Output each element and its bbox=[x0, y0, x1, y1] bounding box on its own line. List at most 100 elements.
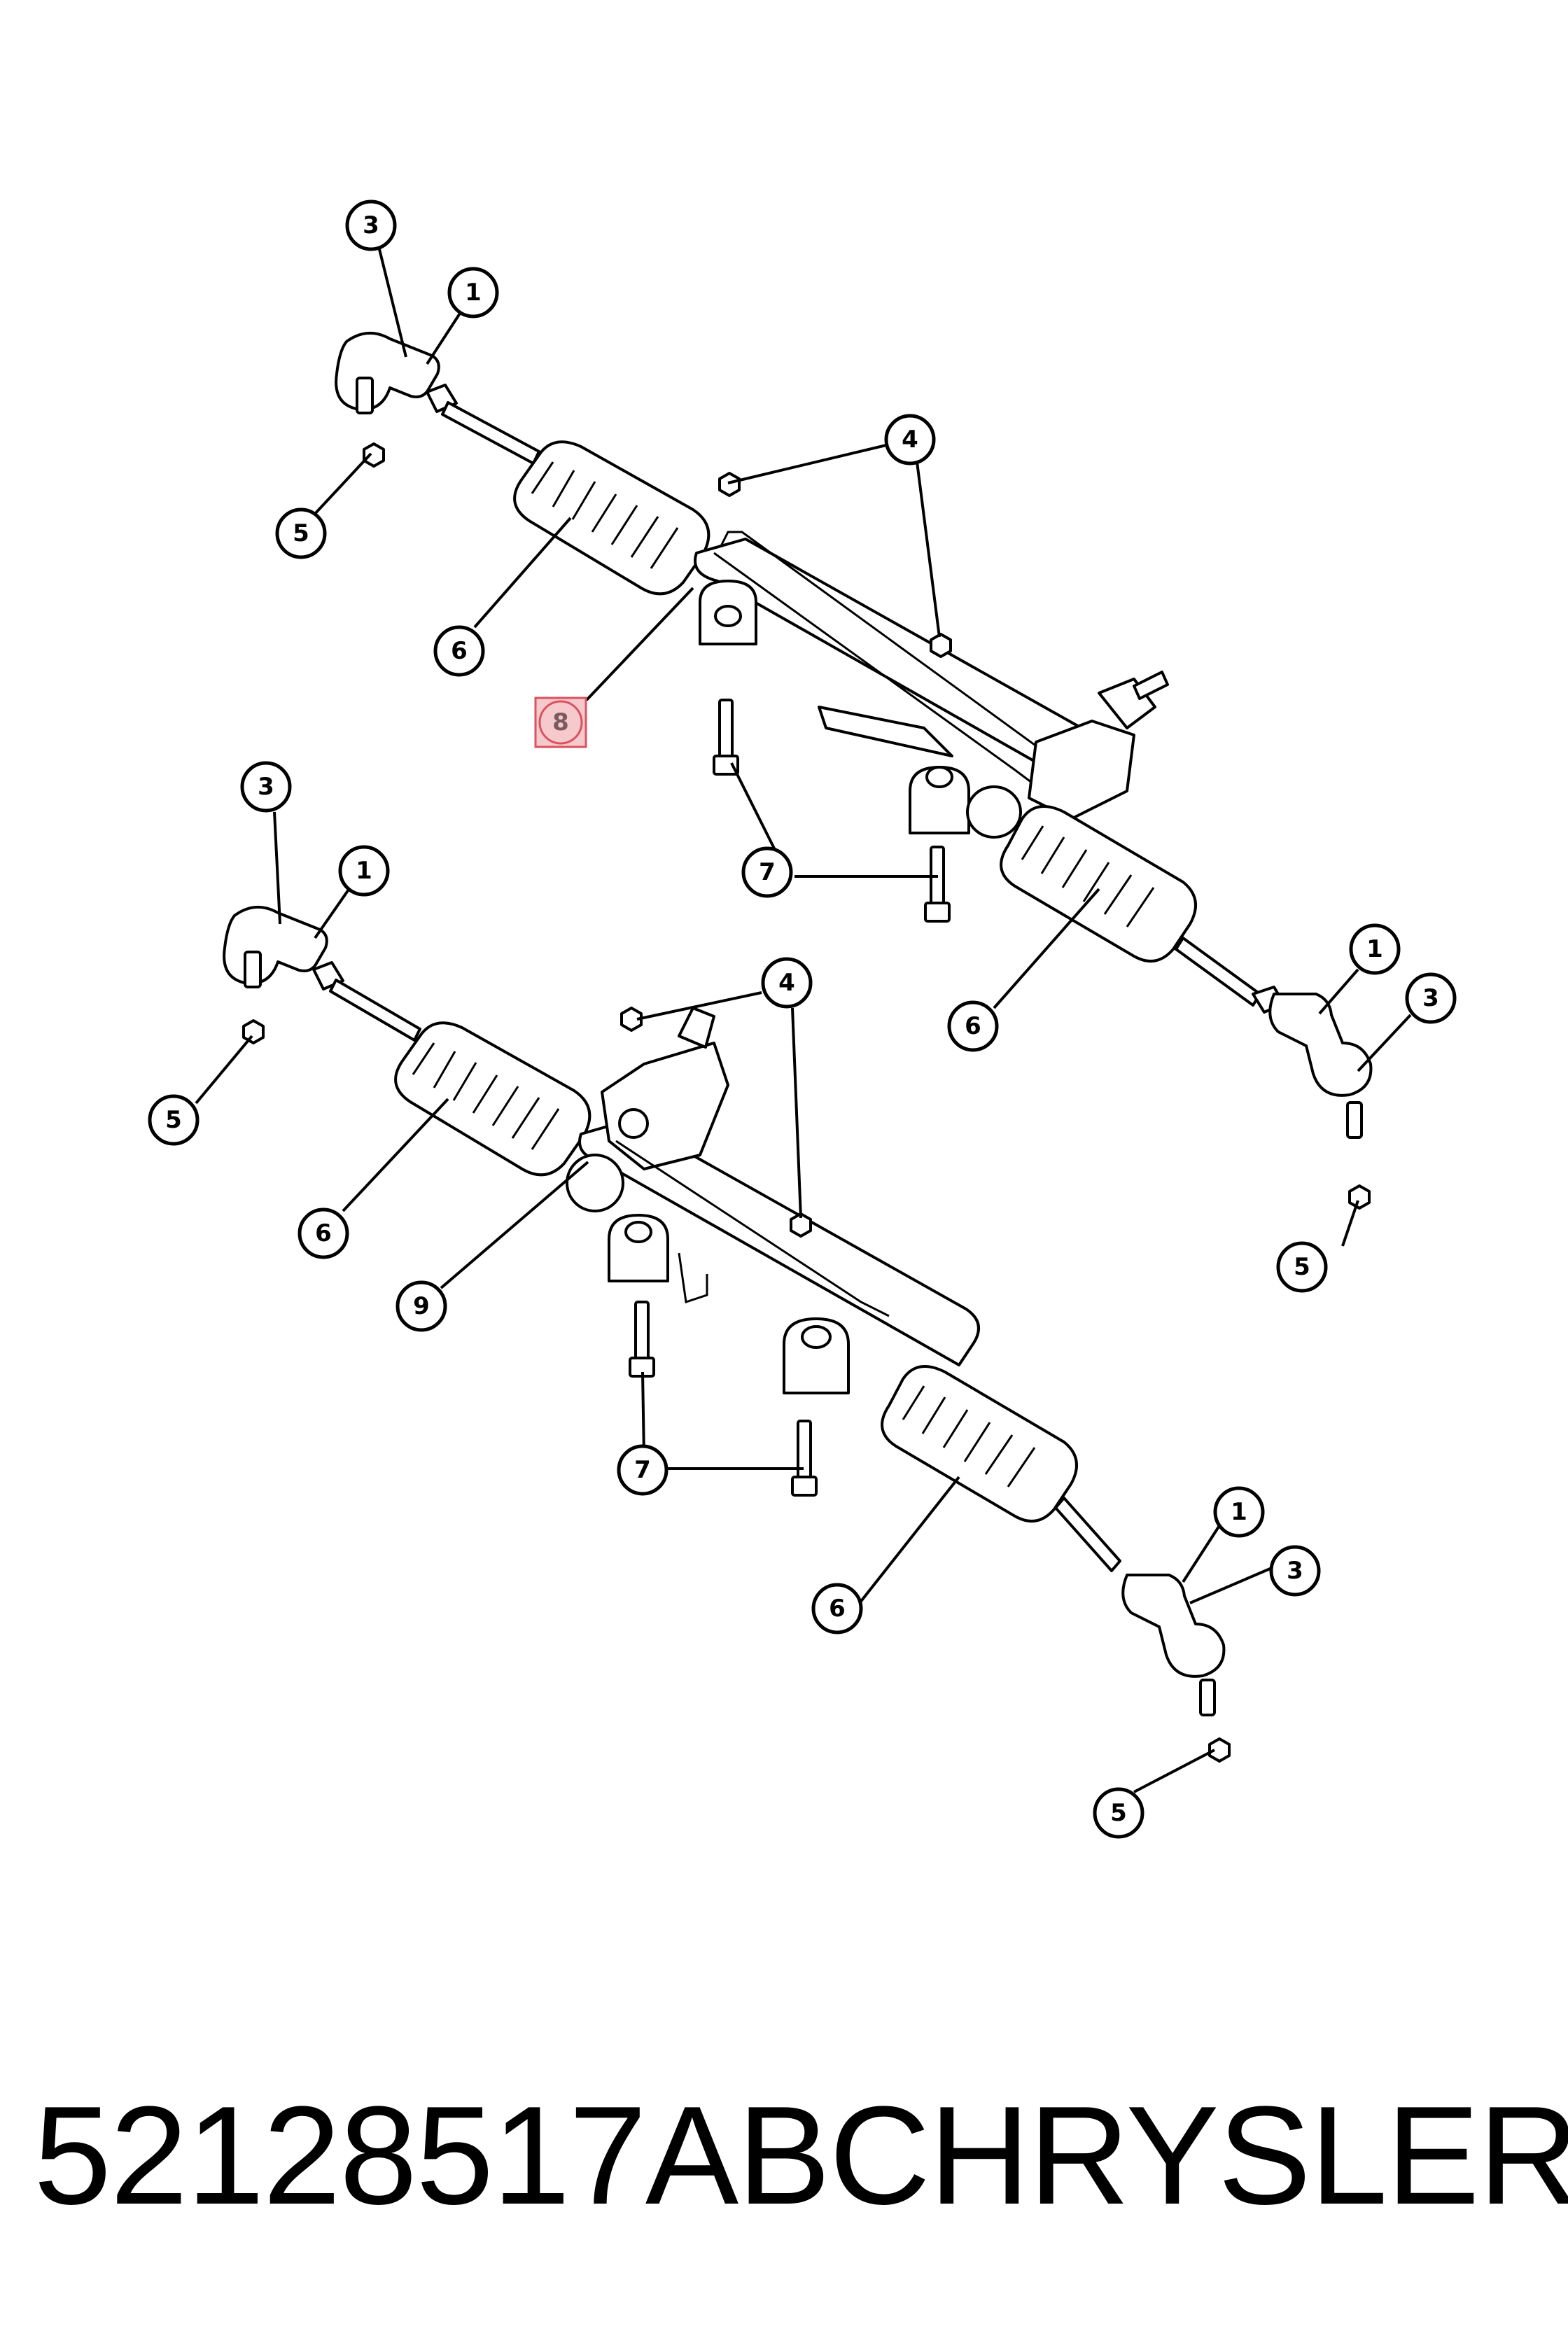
rack-housing-lower bbox=[578, 1119, 980, 1366]
mount-bushing-lower-left bbox=[608, 1214, 669, 1282]
callout-upper-6-left: 6 bbox=[433, 625, 485, 677]
housing-end-lower bbox=[566, 1154, 624, 1212]
callout-lower-5-right: 5 bbox=[1093, 1787, 1144, 1839]
inner-tie-rod-lower-right bbox=[1054, 1497, 1121, 1572]
svg-text:9: 9 bbox=[413, 1292, 430, 1320]
svg-text:6: 6 bbox=[451, 637, 468, 665]
callout-lower-1-right: 1 bbox=[1213, 1486, 1265, 1538]
svg-text:3: 3 bbox=[1422, 984, 1439, 1012]
hydraulic-line-lower-a bbox=[615, 1140, 890, 1317]
bolt-upper-a bbox=[713, 699, 739, 776]
callout-upper-7: 7 bbox=[741, 846, 793, 898]
inner-tie-rod-upper-right bbox=[1175, 937, 1261, 1007]
callout-upper-1-left: 1 bbox=[447, 267, 499, 318]
svg-text:1: 1 bbox=[1366, 935, 1383, 963]
mount-hole-upper-left bbox=[714, 605, 742, 627]
tie-rod-end-upper-left bbox=[335, 331, 440, 411]
callout-upper-5-right: 5 bbox=[1276, 1241, 1328, 1293]
boot-upper-right bbox=[1000, 805, 1197, 962]
boot-ribs-upper-left bbox=[531, 461, 679, 569]
svg-text:5: 5 bbox=[293, 519, 309, 547]
lower-rack-assembly bbox=[223, 905, 1231, 1763]
callout-lower-6-right: 6 bbox=[811, 1583, 863, 1634]
nut-upper-4a bbox=[718, 472, 741, 497]
tie-rod-stud-upper-left bbox=[356, 377, 374, 414]
bolt-lower-b bbox=[791, 1420, 818, 1497]
svg-text:7: 7 bbox=[759, 858, 776, 886]
tie-rod-stud-lower-right bbox=[1199, 1679, 1216, 1716]
callout-lower-5-left: 5 bbox=[148, 1094, 200, 1146]
tie-rod-stud-upper-right bbox=[1346, 1101, 1363, 1139]
svg-text:6: 6 bbox=[315, 1219, 332, 1247]
callout-lower-7: 7 bbox=[617, 1444, 668, 1496]
callout-lower-6-left: 6 bbox=[298, 1208, 349, 1259]
svg-text:1: 1 bbox=[1231, 1498, 1247, 1526]
mount-hole-upper-right bbox=[925, 766, 953, 788]
callout-upper-6-right: 6 bbox=[947, 1000, 999, 1052]
svg-text:5: 5 bbox=[1110, 1799, 1127, 1827]
svg-text:1: 1 bbox=[356, 857, 372, 885]
hydraulic-line-lower-b bbox=[678, 1252, 708, 1303]
nut-upper-right bbox=[1348, 1184, 1371, 1210]
pinion-valve-upper bbox=[1028, 720, 1135, 820]
nut-upper-left bbox=[363, 442, 385, 468]
svg-text:4: 4 bbox=[902, 426, 918, 454]
nut-lower-left bbox=[242, 1019, 265, 1044]
callout-lower-9: 9 bbox=[396, 1280, 447, 1332]
leader-lines bbox=[195, 243, 1412, 1793]
svg-text:3: 3 bbox=[258, 773, 274, 801]
caption-bar: 52128517AB CHRYSLER bbox=[0, 2072, 1568, 2240]
svg-text:7: 7 bbox=[634, 1456, 651, 1484]
svg-text:3: 3 bbox=[1287, 1557, 1303, 1585]
callout-upper-4: 4 bbox=[884, 414, 936, 465]
boot-ribs-lower-left bbox=[412, 1042, 560, 1150]
nut-lower-4a bbox=[620, 1007, 643, 1032]
boot-upper-left bbox=[513, 440, 710, 596]
svg-text:1: 1 bbox=[465, 279, 482, 307]
callout-upper-5-left: 5 bbox=[275, 507, 327, 559]
svg-text:5: 5 bbox=[1294, 1253, 1310, 1281]
hydraulic-line-upper-b bbox=[713, 552, 1044, 792]
valve-port-lower bbox=[618, 1108, 649, 1139]
boot-ribs-lower-right bbox=[902, 1385, 1036, 1488]
boot-lower-right bbox=[881, 1365, 1078, 1522]
callout-upper-8-highlighted: 8 bbox=[534, 696, 587, 748]
inner-tie-rod-upper-left bbox=[441, 401, 540, 465]
housing-end-upper bbox=[966, 785, 1022, 839]
mount-hole-lower-right bbox=[801, 1325, 832, 1349]
upper-rack-assembly bbox=[335, 331, 1373, 1210]
input-shaft-tip-upper bbox=[1133, 671, 1169, 700]
boot-lower-left bbox=[394, 1021, 592, 1177]
svg-text:5: 5 bbox=[165, 1106, 182, 1134]
mount-bushing-lower-right bbox=[783, 1317, 850, 1394]
line-bracket-upper bbox=[818, 706, 953, 757]
inner-tie-rod-lower-left bbox=[329, 979, 421, 1042]
input-shaft-lower bbox=[678, 1007, 715, 1049]
nut-lower-right bbox=[1208, 1737, 1231, 1763]
brand-name: CHRYSLER bbox=[829, 2078, 1568, 2234]
callout-upper-3-left: 3 bbox=[345, 200, 397, 251]
mount-hole-lower-left bbox=[624, 1221, 652, 1243]
tie-rod-end-upper-right bbox=[1268, 993, 1373, 1097]
bolt-upper-b bbox=[924, 846, 951, 923]
callout-upper-1-right: 1 bbox=[1349, 923, 1401, 975]
boot-ribs-upper-right bbox=[1021, 825, 1155, 927]
svg-text:3: 3 bbox=[363, 211, 379, 239]
svg-text:6: 6 bbox=[829, 1595, 846, 1623]
callout-lower-3-right: 3 bbox=[1269, 1545, 1321, 1597]
pinion-valve-lower bbox=[601, 1042, 729, 1170]
callout-lower-1-left: 1 bbox=[338, 845, 390, 897]
callout-lower-4: 4 bbox=[761, 957, 813, 1009]
tie-rod-stud-lower-left bbox=[244, 951, 262, 988]
callout-lower-3-left: 3 bbox=[240, 761, 292, 813]
tie-rod-end-lower-left bbox=[223, 905, 328, 985]
svg-text:8: 8 bbox=[552, 708, 569, 736]
callout-upper-3-right: 3 bbox=[1405, 972, 1457, 1024]
part-number: 52128517AB bbox=[34, 2078, 831, 2234]
tie-rod-end-lower-right bbox=[1121, 1574, 1226, 1678]
svg-text:4: 4 bbox=[778, 969, 795, 997]
svg-text:6: 6 bbox=[965, 1012, 981, 1040]
nut-upper-4b bbox=[930, 633, 952, 658]
bolt-lower-a bbox=[629, 1301, 655, 1378]
